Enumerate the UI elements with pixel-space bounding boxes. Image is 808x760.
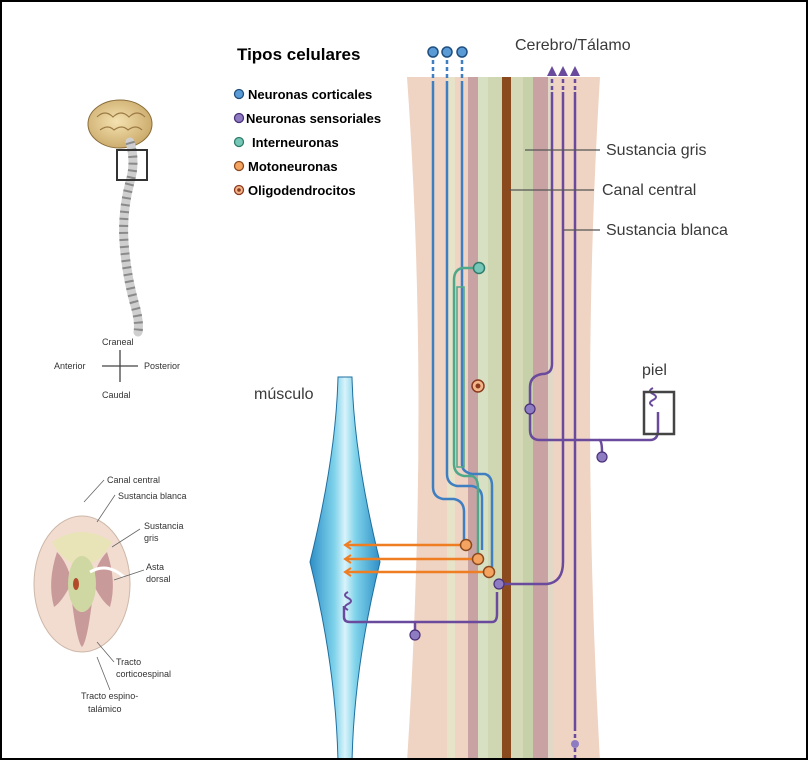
cortical-neuron-icons [428, 47, 467, 57]
legend-title: Tipos celulares [237, 45, 360, 64]
legend-icon-cortical [235, 90, 244, 99]
legend-label-motor: Motoneuronas [248, 159, 338, 174]
ascending-arrowheads [547, 66, 580, 76]
brain-icon [88, 100, 152, 148]
sensory-neuron-icon-2 [494, 579, 504, 589]
sensory-ganglion-icon [597, 452, 607, 462]
cs-central-canal-label: Canal central [107, 475, 160, 485]
cs-white-matter-label: Sustancia blanca [118, 491, 187, 501]
cs-corticospinal-label-2: corticoespinal [116, 669, 171, 679]
oligodendrocyte-icon [472, 380, 484, 392]
skin-label: piel [642, 362, 667, 379]
legend-label-sensory: Neuronas sensoriales [246, 111, 381, 126]
brain-thalamus-label: Cerebro/Tálamo [515, 37, 631, 54]
cs-corticospinal-label-1: Tracto [116, 657, 141, 667]
cross-central-canal [73, 578, 79, 590]
central-canal [502, 77, 511, 760]
gray-matter-label: Sustancia gris [606, 142, 707, 159]
sensory-neuron-icon [525, 404, 535, 414]
cranial-label: Craneal [102, 337, 134, 347]
caudal-label: Caudal [102, 390, 131, 400]
legend-icon-motor [235, 162, 244, 171]
posterior-label: Posterior [144, 361, 180, 371]
central-canal-label: Canal central [602, 182, 696, 199]
cs-spinothalamic-label-2: talámico [88, 704, 122, 714]
muscle [310, 377, 380, 760]
cs-gray-matter-label-2: gris [144, 533, 159, 543]
interneuron-icon [474, 263, 485, 274]
legend-label-cortical: Neuronas corticales [248, 87, 372, 102]
cs-dorsal-horn-label-1: Asta [146, 562, 164, 572]
legend-icon-interneuron [235, 138, 244, 147]
muscle-ganglion-icon [410, 630, 420, 640]
spinal-cord-segment [407, 77, 600, 760]
anterior-label: Anterior [54, 361, 86, 371]
white-matter-label: Sustancia blanca [606, 222, 728, 239]
cs-dorsal-horn-label-2: dorsal [146, 574, 171, 584]
cs-gray-matter-label-1: Sustancia [144, 521, 184, 531]
legend [235, 90, 244, 195]
legend-label-interneuron: Interneuronas [252, 135, 339, 150]
legend-icon-sensory [235, 114, 244, 123]
cs-spinothalamic-label-1: Tracto espino- [81, 691, 138, 701]
legend-label-oligo: Oligodendrocitos [248, 183, 356, 198]
muscle-label: músculo [254, 386, 314, 403]
